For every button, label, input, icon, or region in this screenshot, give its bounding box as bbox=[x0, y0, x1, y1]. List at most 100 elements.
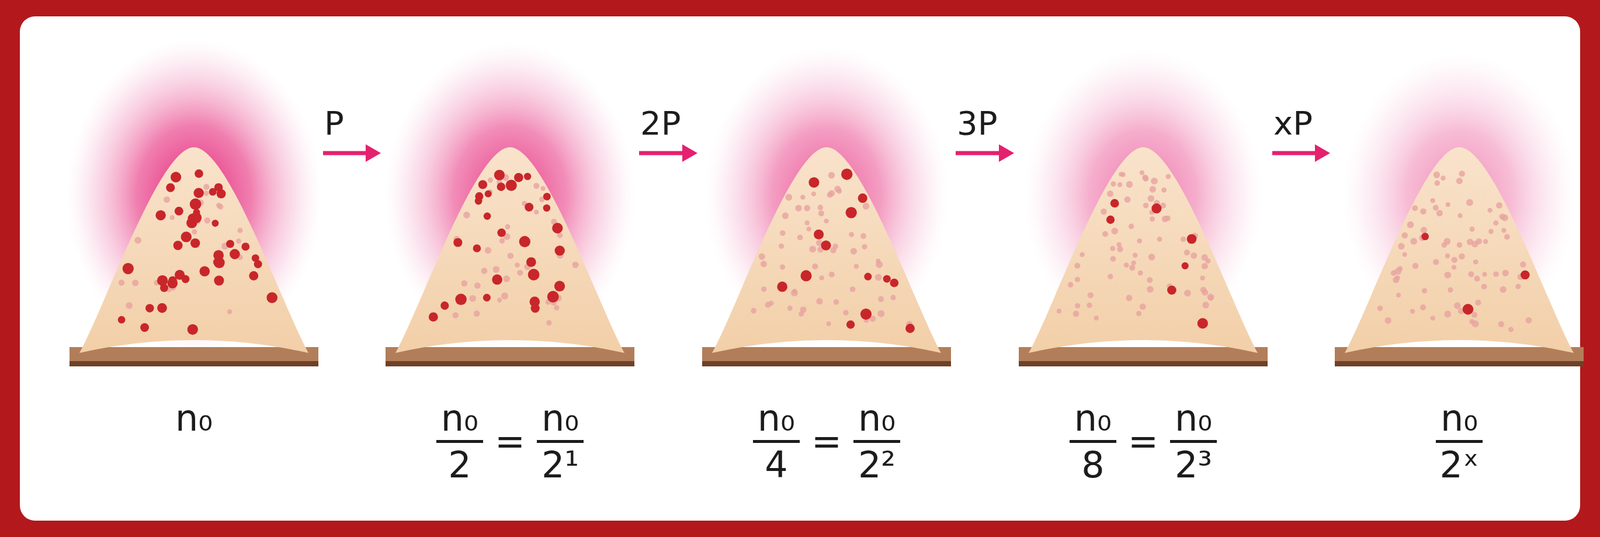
sample-cone-shape bbox=[79, 147, 309, 353]
atom-dot bbox=[1161, 187, 1167, 193]
atom-dot bbox=[191, 212, 203, 224]
atom-dot bbox=[554, 245, 565, 256]
atom-dot bbox=[1410, 309, 1415, 314]
plate-edge bbox=[69, 361, 319, 367]
plate-edge bbox=[1334, 361, 1584, 367]
atom-dot bbox=[484, 247, 492, 254]
atom-dot bbox=[1146, 276, 1153, 283]
atom-dot bbox=[785, 193, 793, 201]
atom-dot bbox=[1110, 255, 1117, 262]
atom-dot bbox=[199, 266, 211, 277]
atom-dot bbox=[820, 240, 831, 251]
label-group: n₀ bbox=[69, 397, 319, 439]
atom-dot bbox=[1102, 230, 1109, 237]
fraction: n₀2 bbox=[436, 397, 484, 487]
atom-dot bbox=[842, 309, 849, 316]
atom-dot bbox=[1401, 232, 1408, 239]
atom-dot bbox=[1481, 283, 1488, 290]
atom-dot bbox=[1197, 317, 1209, 329]
atom-dot bbox=[473, 244, 482, 253]
atom-dot bbox=[501, 292, 509, 300]
atom-dot bbox=[845, 206, 857, 218]
atom-dot bbox=[1443, 237, 1451, 245]
atom-dot bbox=[1142, 174, 1148, 181]
atom-dot bbox=[862, 202, 870, 210]
label-group: n₀4=n₀2² bbox=[702, 397, 952, 487]
atom-dot bbox=[1493, 220, 1499, 226]
atom-dot bbox=[226, 239, 235, 248]
quantity-label: 2ˣ bbox=[1435, 442, 1484, 486]
decay-arrow bbox=[639, 151, 686, 156]
atom-dot bbox=[758, 253, 766, 260]
atom-dot bbox=[1074, 303, 1081, 309]
atom-dot bbox=[211, 219, 219, 227]
atom-dot bbox=[174, 206, 184, 216]
atom-dot bbox=[1430, 315, 1436, 321]
atom-dot bbox=[533, 209, 539, 215]
atom-dot bbox=[1129, 264, 1136, 271]
label-group: n₀2ˣ bbox=[1334, 397, 1584, 487]
atom-dot bbox=[217, 203, 224, 210]
atom-dot bbox=[266, 292, 278, 304]
atom-dot bbox=[1482, 271, 1487, 277]
atom-dot bbox=[474, 282, 481, 289]
label-group: n₀8=n₀2³ bbox=[1018, 397, 1268, 487]
atom-dot bbox=[1205, 258, 1211, 264]
atom-dot bbox=[187, 324, 199, 335]
atom-dot bbox=[816, 297, 823, 305]
atom-dot bbox=[497, 182, 506, 191]
atom-dot bbox=[1451, 257, 1458, 263]
quantity-label: 2 bbox=[443, 442, 476, 486]
atom-dot bbox=[1111, 227, 1119, 235]
atom-dot bbox=[1397, 243, 1405, 250]
atom-dot bbox=[1128, 223, 1134, 229]
atom-dot bbox=[1407, 221, 1415, 229]
atom-dot bbox=[808, 176, 819, 188]
arrow-head bbox=[1314, 144, 1331, 162]
atom-dot bbox=[478, 179, 488, 189]
atom-dot bbox=[863, 272, 872, 281]
atom-dot bbox=[1074, 262, 1081, 269]
arrow-head bbox=[365, 144, 381, 162]
atom-dot bbox=[875, 273, 883, 281]
quantity-label: n₀ bbox=[536, 397, 584, 443]
atom-dot bbox=[514, 172, 524, 183]
atom-dot bbox=[1456, 177, 1463, 185]
radiation-glow bbox=[66, 39, 322, 353]
quantity-label: n₀ bbox=[752, 397, 800, 443]
atom-dot bbox=[553, 304, 560, 311]
atom-dot bbox=[1136, 310, 1142, 317]
atom-dot bbox=[203, 217, 211, 224]
atom-dot bbox=[227, 309, 233, 315]
atom-dot bbox=[132, 279, 139, 286]
atom-dot bbox=[826, 321, 832, 326]
atom-dot bbox=[523, 172, 531, 180]
atom-dot bbox=[1137, 270, 1144, 276]
atom-dot bbox=[474, 197, 483, 206]
atom-dot bbox=[428, 311, 439, 322]
atom-dot bbox=[145, 303, 154, 312]
atom-dot bbox=[118, 279, 125, 286]
atom-dot bbox=[191, 228, 197, 235]
atom-dot bbox=[804, 220, 810, 225]
atom-dot bbox=[1392, 276, 1400, 283]
atom-dot bbox=[1164, 215, 1171, 222]
atom-dot bbox=[1202, 301, 1210, 309]
atom-dot bbox=[806, 226, 812, 232]
atom-dot bbox=[1451, 264, 1457, 270]
atom-dot bbox=[1116, 242, 1122, 248]
atom-dot bbox=[1094, 315, 1099, 321]
atom-dot bbox=[841, 168, 853, 180]
label-group: n₀2=n₀2¹ bbox=[385, 397, 635, 487]
atom-dot bbox=[117, 316, 126, 324]
atom-dot bbox=[1087, 292, 1094, 298]
fraction: n₀2² bbox=[853, 397, 901, 487]
plate-edge bbox=[385, 361, 635, 367]
quantity-label: n₀ bbox=[436, 397, 484, 443]
atom-dot bbox=[1421, 232, 1429, 241]
quantity-label: 4 bbox=[759, 442, 793, 486]
atom-dot bbox=[463, 211, 471, 219]
atom-dot bbox=[528, 268, 540, 281]
quantity-label: n₀ bbox=[1170, 397, 1217, 443]
atom-dot bbox=[1471, 311, 1478, 318]
